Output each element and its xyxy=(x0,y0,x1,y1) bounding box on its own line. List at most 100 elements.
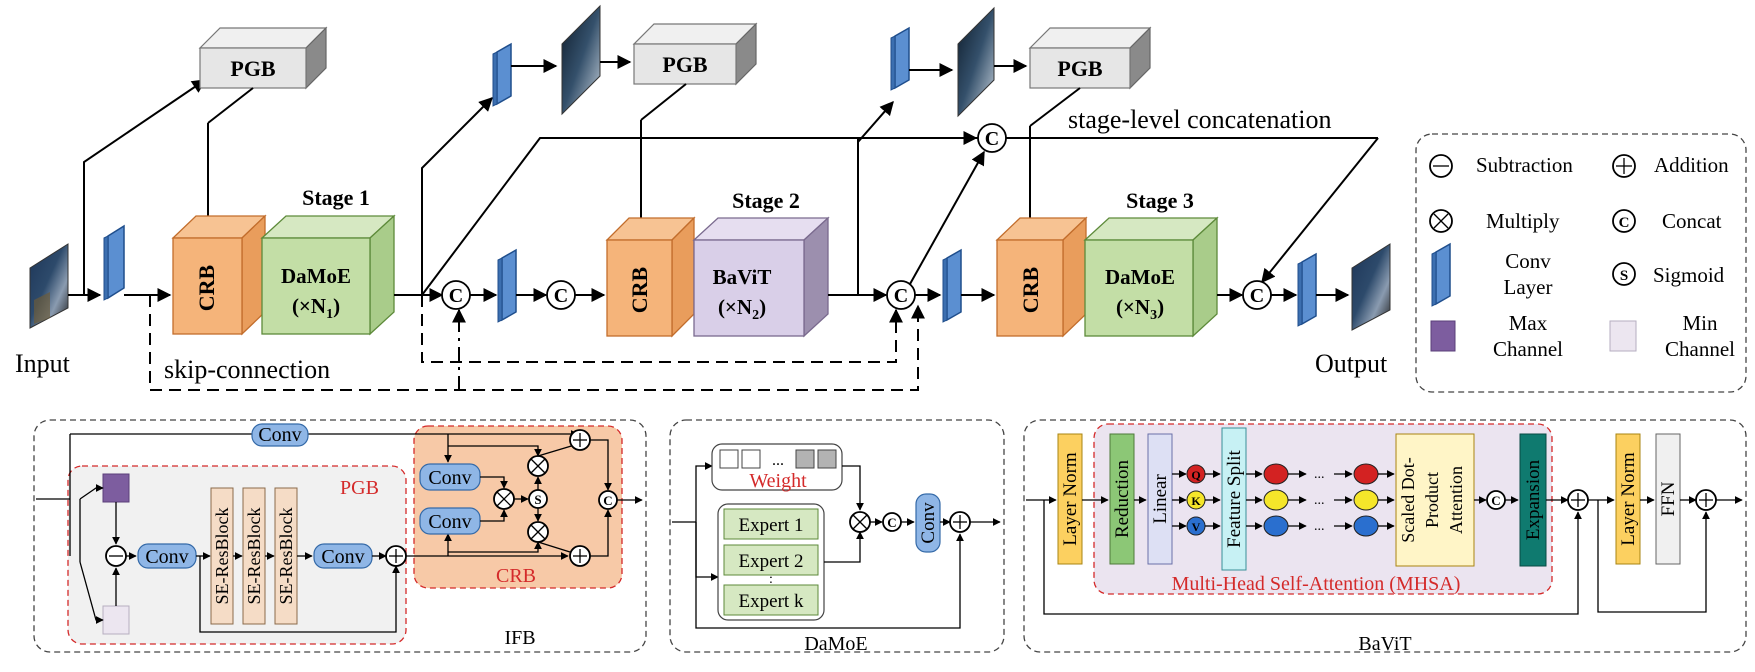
bavit-sdpa: Scaled Dot- Product Attention xyxy=(1395,433,1475,567)
q-head-n xyxy=(1353,463,1379,485)
ifb-conv-1: Conv xyxy=(137,543,197,569)
crb-block-3: CRB xyxy=(995,216,1088,338)
pgb-label-3: PGB xyxy=(1057,56,1103,81)
pgb-label-1: PGB xyxy=(230,56,276,81)
svg-text:C: C xyxy=(894,285,908,307)
sigmoid-icon: S xyxy=(1612,262,1636,286)
stage-level-concatenation-label: stage-level concatenation xyxy=(1068,105,1331,134)
expert-2: Expert 2 xyxy=(739,551,804,572)
svg-text:...: ... xyxy=(1314,519,1325,534)
bavit-mult: (×N2) xyxy=(718,295,766,323)
svg-text::: : xyxy=(769,572,773,587)
k-head-n xyxy=(1353,489,1379,511)
skip-connection-label: skip-connection xyxy=(164,355,330,384)
conv-layer-1 xyxy=(103,224,125,301)
ifb-crb-label: CRB xyxy=(496,565,536,587)
k-token: K xyxy=(1186,490,1206,510)
bavit-concat: C xyxy=(1486,490,1506,510)
bavit-layer-norm-1: Layer Norm xyxy=(1057,433,1083,565)
ifb-conv-2: Conv xyxy=(313,543,373,569)
svg-text:...: ... xyxy=(1314,493,1325,508)
svg-text:V: V xyxy=(1192,520,1201,534)
concat-node-4: C xyxy=(1242,280,1272,310)
damoe-mult-1: (×N1) xyxy=(292,294,340,322)
k-head-1 xyxy=(1263,489,1289,511)
output-image xyxy=(1351,243,1391,331)
crb-block-2: CRB xyxy=(605,216,696,338)
pgb-block-3: PGB xyxy=(1028,26,1152,90)
ifb-conv-top: Conv xyxy=(251,423,309,447)
bavit-block-stage2: BaViT (×N2) xyxy=(692,216,830,338)
ifb-crb-concat: C xyxy=(598,490,618,510)
damoe-addition xyxy=(949,511,971,533)
intermediate-image-2 xyxy=(957,6,995,118)
legend-min-line2: Channel xyxy=(1665,337,1735,361)
ifb-crb-multiply-bottom xyxy=(527,521,549,543)
v-token: V xyxy=(1186,516,1206,536)
legend-max-line1: Max xyxy=(1509,311,1548,335)
output-label: Output xyxy=(1315,349,1388,378)
min-channel-swatch xyxy=(1609,320,1637,352)
damoe-title: DaMoE xyxy=(804,633,867,655)
crb-label-1: CRB xyxy=(194,264,219,311)
se-resblock-2: SE-ResBlock xyxy=(242,487,266,625)
ifb-crb-sigmoid: S xyxy=(528,489,548,509)
concat-node-stage-level: C xyxy=(977,123,1007,153)
pgb-block-2: PGB xyxy=(632,22,758,86)
experts-box: Expert 1 Expert 2 : Expert k xyxy=(717,503,825,621)
conv-layer-4 xyxy=(1297,252,1317,327)
conv-layer-3 xyxy=(942,248,962,323)
bavit-panel: Multi-Head Self-Attention (MHSA) Layer N… xyxy=(1023,419,1747,655)
svg-text:Conv: Conv xyxy=(145,546,188,568)
svg-text:S: S xyxy=(1620,268,1628,284)
conv-layer-icon xyxy=(1431,242,1451,307)
svg-text:Layer Norm: Layer Norm xyxy=(1060,452,1081,546)
svg-text:Conv: Conv xyxy=(258,424,301,446)
svg-text:Conv: Conv xyxy=(428,511,471,533)
multiply-icon xyxy=(1429,209,1453,233)
top-pipeline: Input PGB CRB xyxy=(15,4,1391,391)
conv-layer-upper-3 xyxy=(890,26,910,91)
ifb-crb-conv-2: Conv xyxy=(419,507,481,535)
v-head-1 xyxy=(1263,515,1289,537)
ifb-crb-addition-bottom xyxy=(569,545,591,567)
svg-text:Conv: Conv xyxy=(918,502,939,544)
ifb-crb-multiply-center xyxy=(493,488,515,510)
damoe-block-stage1: DaMoE (×N1) xyxy=(260,214,396,336)
bavit-addition-2 xyxy=(1695,489,1717,511)
bavit-layer-norm-2: Layer Norm xyxy=(1615,433,1641,565)
stage2-title: Stage 2 xyxy=(732,188,800,213)
bavit-linear: Linear xyxy=(1147,433,1173,565)
weight-label: Weight xyxy=(749,470,807,492)
svg-text:C: C xyxy=(1491,493,1500,508)
legend-min-line1: Min xyxy=(1682,311,1718,335)
bavit-title: BaViT xyxy=(1358,633,1411,655)
ifb-crb-addition-top xyxy=(569,429,591,451)
ifb-max-channel xyxy=(102,473,130,503)
svg-text:Attention: Attention xyxy=(1446,466,1466,534)
damoe-concat: C xyxy=(882,512,902,532)
crb-block-1: CRB xyxy=(171,214,267,336)
damoe-label-1: DaMoE xyxy=(281,264,351,288)
conv-layer-upper-2 xyxy=(492,42,512,107)
svg-text:Conv: Conv xyxy=(321,546,364,568)
addition-icon xyxy=(1612,154,1636,178)
ifb-panel: PGB CRB Conv Conv xyxy=(33,419,647,653)
input-image xyxy=(29,243,69,329)
svg-text:Q: Q xyxy=(1191,468,1200,482)
subtraction-icon xyxy=(1429,154,1453,178)
svg-text:Product: Product xyxy=(1422,472,1442,528)
se-resblock-1: SE-ResBlock xyxy=(210,487,234,625)
svg-text:C: C xyxy=(1250,285,1264,307)
crb-label-2: CRB xyxy=(627,266,652,313)
input-label: Input xyxy=(15,349,71,378)
damoe-multiply xyxy=(849,511,871,533)
ifb-subtraction xyxy=(105,545,127,567)
svg-text:FFN: FFN xyxy=(1658,481,1679,516)
svg-text:S: S xyxy=(534,492,541,507)
legend: Subtraction Addition Multiply C Concat C… xyxy=(1415,133,1747,393)
concat-node-1: C xyxy=(441,280,471,310)
svg-text:C: C xyxy=(449,285,463,307)
legend-sigmoid: Sigmoid xyxy=(1653,263,1725,287)
